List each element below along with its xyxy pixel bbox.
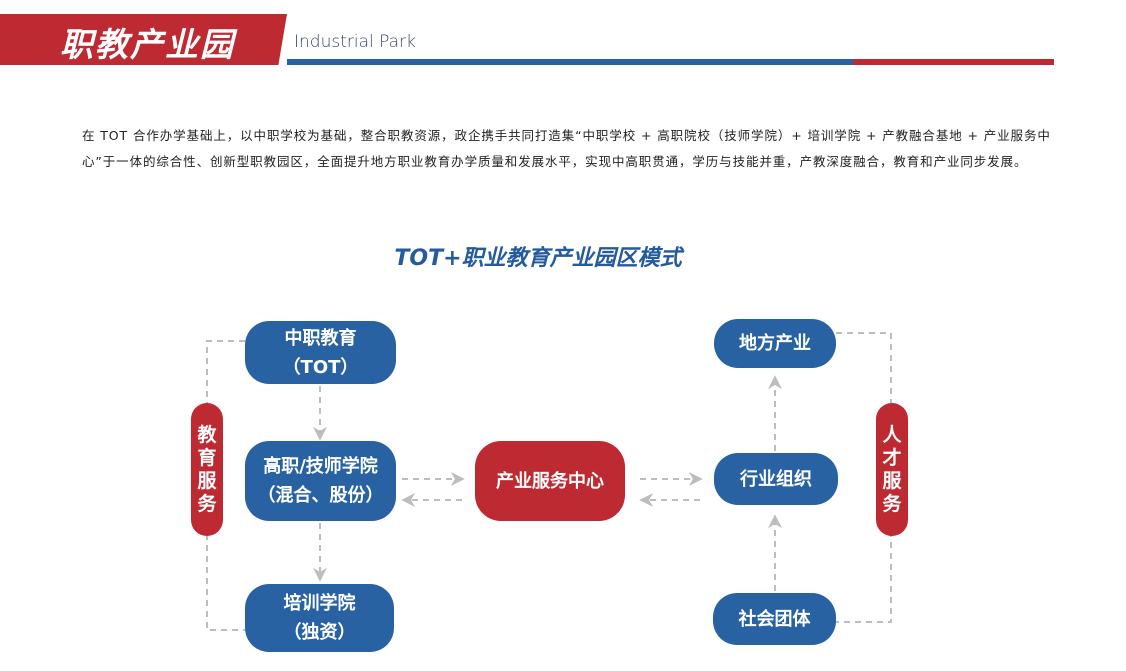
node-label: 行业组织: [740, 468, 812, 490]
node-social-groups: 社会团体: [713, 593, 836, 645]
node-industry-organization: 行业组织: [714, 453, 838, 505]
node-industry-service-center: 产业服务中心: [475, 441, 625, 521]
left-bracket-line: [206, 340, 245, 631]
page-subtitle: Industrial Park: [294, 32, 416, 52]
education-service-text: 教育服务: [197, 423, 217, 515]
node-sublabel: （独资）: [283, 622, 356, 643]
node-higher-vocational: 高职/技师学院 （混合、股份）: [245, 441, 396, 521]
education-service-label: 教育服务: [191, 403, 223, 536]
node-sublabel: （混合、股份）: [257, 485, 384, 506]
node-local-industry: 地方产业: [714, 319, 836, 368]
page-title: 职教产业园: [60, 25, 235, 64]
header-underline-blue: [287, 59, 853, 65]
node-label: 培训学院: [283, 593, 356, 614]
talent-service-text: 人才服务: [882, 423, 902, 515]
node-label: 地方产业: [739, 333, 811, 354]
node-label: 社会团体: [738, 608, 811, 630]
node-training-college: 培训学院 （独资）: [245, 584, 394, 652]
node-label: 产业服务中心: [496, 470, 604, 492]
talent-service-label: 人才服务: [876, 403, 908, 536]
header-banner: [0, 14, 287, 65]
node-label: 高职/技师学院: [263, 456, 378, 477]
diagram-title: TOT+职业教育产业园区模式: [394, 246, 682, 271]
intro-paragraph: 在 TOT 合作办学基础上，以中职学校为基础，整合职教资源，政企携手共同打造集“…: [82, 128, 1051, 169]
header-underline-red: [853, 59, 1054, 65]
node-secondary-vocational: 中职教育 （TOT）: [245, 321, 396, 384]
node-sublabel: （TOT）: [282, 356, 359, 378]
node-label: 中职教育: [284, 327, 357, 349]
